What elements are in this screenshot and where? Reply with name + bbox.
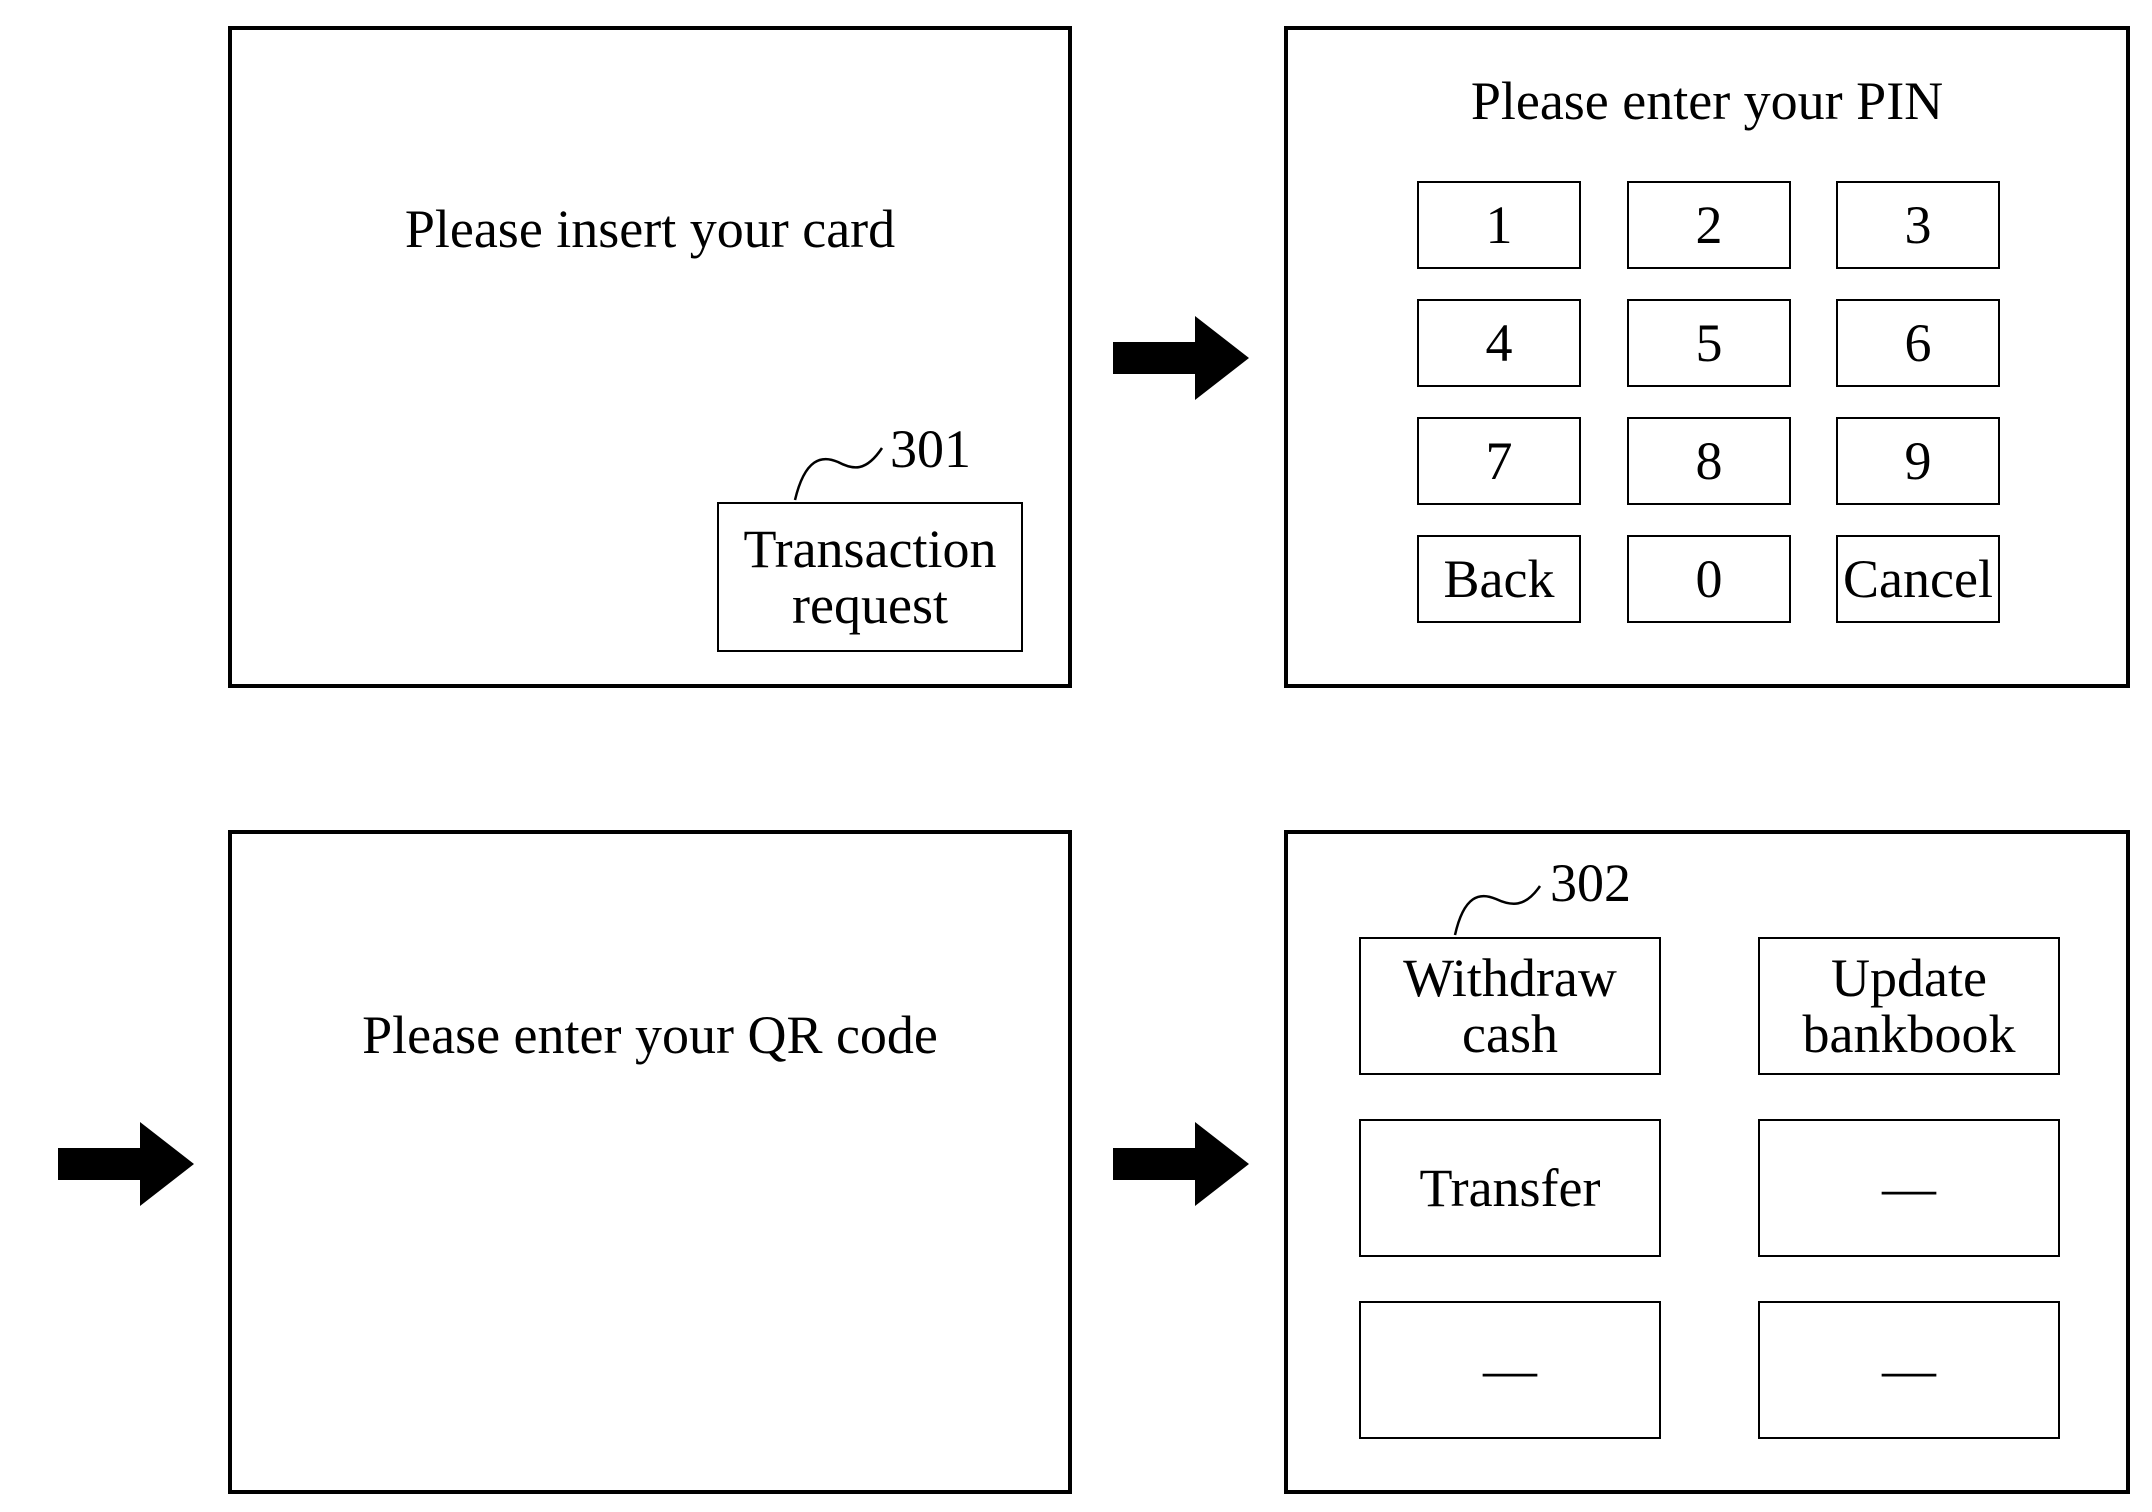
- ref-302-label: 302: [1550, 852, 1631, 914]
